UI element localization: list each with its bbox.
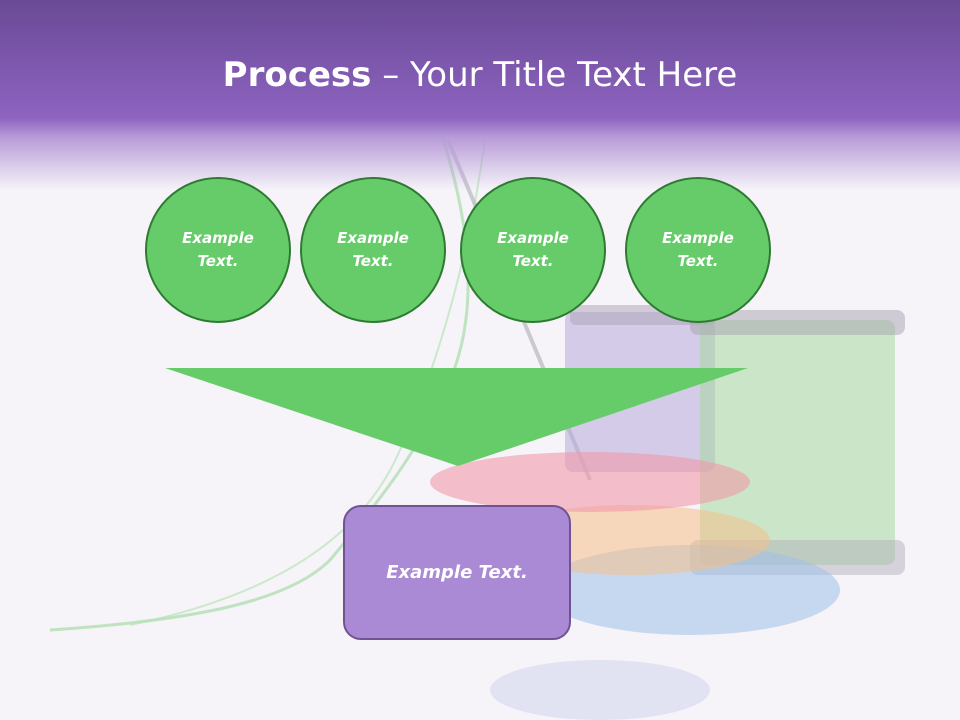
circle-4-line2: Text.: [677, 252, 719, 270]
circle-2-line2: Text.: [352, 252, 394, 270]
circle-3-line2: Text.: [512, 252, 554, 270]
circle-3-line1: Example: [497, 229, 569, 247]
result-box-label: Example Text.: [386, 562, 528, 583]
circle-1-line1: Example: [182, 229, 254, 247]
circle-1-line2: Text.: [197, 252, 239, 270]
circle-4-line1: Example: [662, 229, 734, 247]
title-dash: –: [382, 55, 400, 95]
title-bold: Process: [222, 55, 372, 95]
title-bar: [0, 0, 960, 190]
circle-2-line1: Example: [337, 229, 409, 247]
slide-title: Process – Your Title Text Here: [0, 52, 960, 98]
title-rest: Your Title Text Here: [410, 55, 738, 95]
result-box[interactable]: Example Text.: [343, 505, 571, 640]
